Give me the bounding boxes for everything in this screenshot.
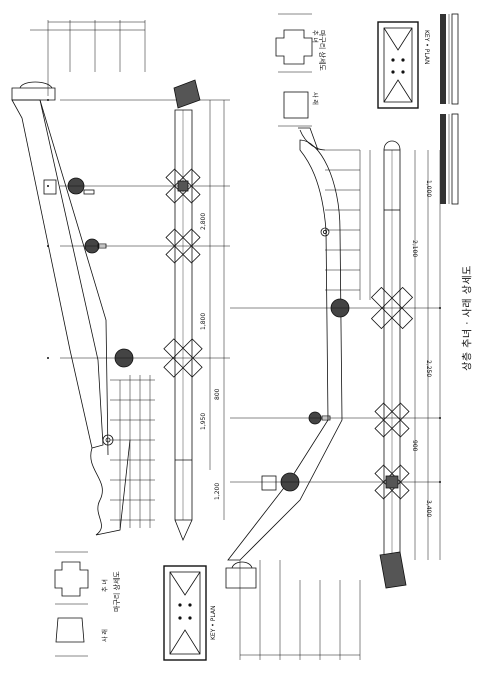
right-purlin-sections bbox=[261, 298, 350, 492]
dimension-note: 900 bbox=[411, 440, 418, 452]
dimension-note: 1,800 bbox=[200, 312, 207, 330]
dimension-note: 3,400 bbox=[425, 500, 432, 518]
detail-title-bottom: 마구리 상세도 bbox=[113, 571, 121, 612]
dimension-note: 1,000 bbox=[425, 180, 432, 198]
key-plan-label-top: KEY • PLAN bbox=[423, 30, 430, 65]
right-beam-elevation bbox=[370, 140, 414, 589]
label-sarae-top: 사 래 bbox=[311, 92, 318, 105]
dimension-note: 2,250 bbox=[425, 360, 432, 378]
right-dimension-lines bbox=[230, 149, 441, 660]
label-sarae-bottom: 사 래 bbox=[102, 629, 109, 642]
dimension-note: 2,100 bbox=[411, 240, 418, 258]
left-rafter-assembly bbox=[11, 81, 131, 536]
right-section-detail bbox=[275, 13, 313, 127]
label-chunyeo-bottom: 추 녀 bbox=[102, 579, 109, 592]
drawing-title-text: 상층 추녀 · 사래 상세도 bbox=[462, 265, 474, 371]
left-dimension-lines bbox=[30, 20, 230, 528]
right-edge-sections bbox=[440, 13, 459, 205]
right-key-plan bbox=[377, 21, 419, 109]
tick-marks bbox=[47, 99, 441, 483]
dimension-note: 2,800 bbox=[200, 212, 207, 230]
left-purlin-sections bbox=[43, 177, 134, 368]
dimension-note: 800 bbox=[214, 388, 221, 400]
left-section-detail bbox=[54, 551, 89, 657]
label-chunyeo-top: 추 녀 bbox=[311, 30, 318, 43]
left-beam-elevation bbox=[163, 79, 203, 542]
drawing-title: 상층 추녀 · 사래 상세도 bbox=[455, 238, 477, 398]
right-rafter-assembly bbox=[225, 127, 343, 589]
key-plan-label-bottom: KEY • PLAN bbox=[210, 605, 217, 640]
dimension-note: 1,950 bbox=[200, 412, 207, 430]
dimension-note: 1,200 bbox=[214, 482, 221, 500]
left-key-plan bbox=[163, 565, 207, 661]
